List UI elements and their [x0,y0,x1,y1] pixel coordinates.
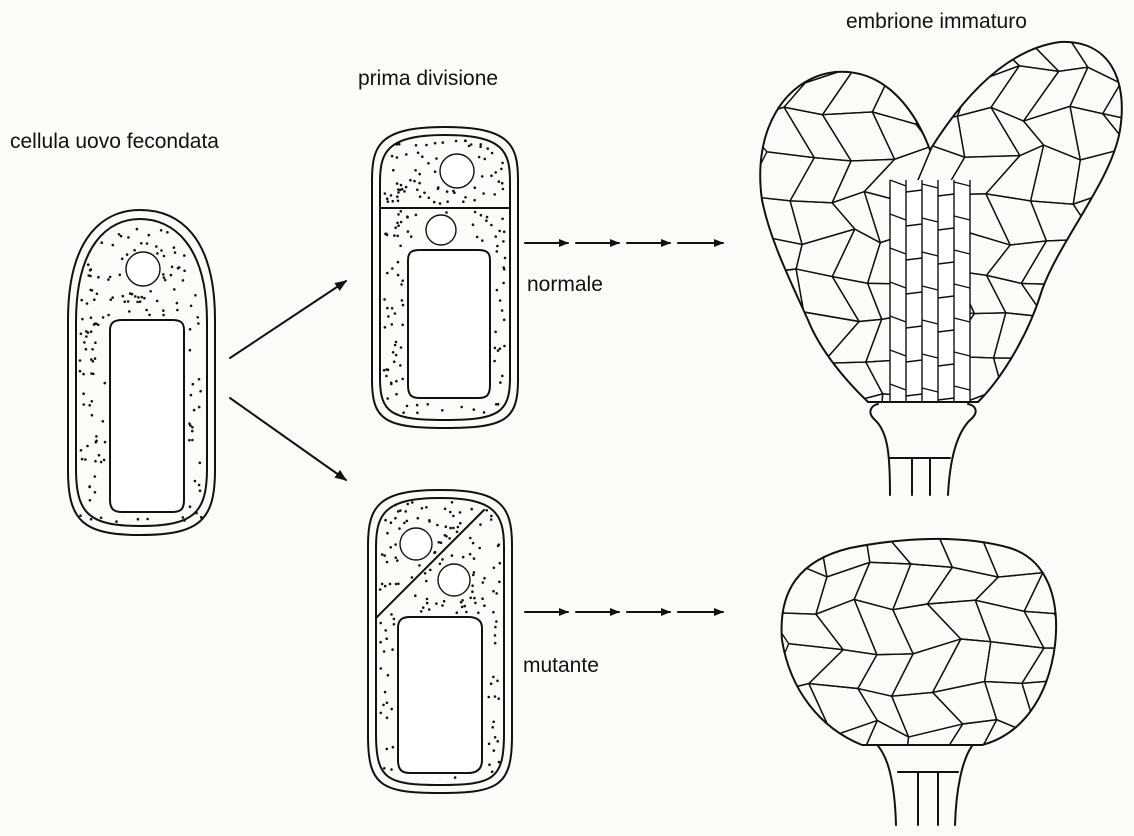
arrow-to-mutant-division [230,398,346,480]
normal-immature-embryo [740,25,1134,495]
mutant-first-division-cell [368,490,512,793]
normal-vacuole [408,250,490,398]
arrow-to-normal-division [230,281,346,358]
mutant-upper-nucleus [400,528,432,560]
mutant-embryo-cells [768,518,1124,776]
normal-first-division-cell [372,127,518,428]
normal-apical-nucleus [440,154,474,188]
egg-nucleus [126,252,160,286]
normal-basal-nucleus [426,215,456,245]
mutant-oblique-wall [376,510,484,618]
mutant-immature-embryo [768,518,1124,825]
mutant-lower-nucleus [438,564,470,596]
mutant-vacuole [398,617,482,773]
fertilized-egg-cell [68,210,215,535]
egg-vacuole [110,320,184,512]
normal-embryo-cells [740,25,1134,444]
